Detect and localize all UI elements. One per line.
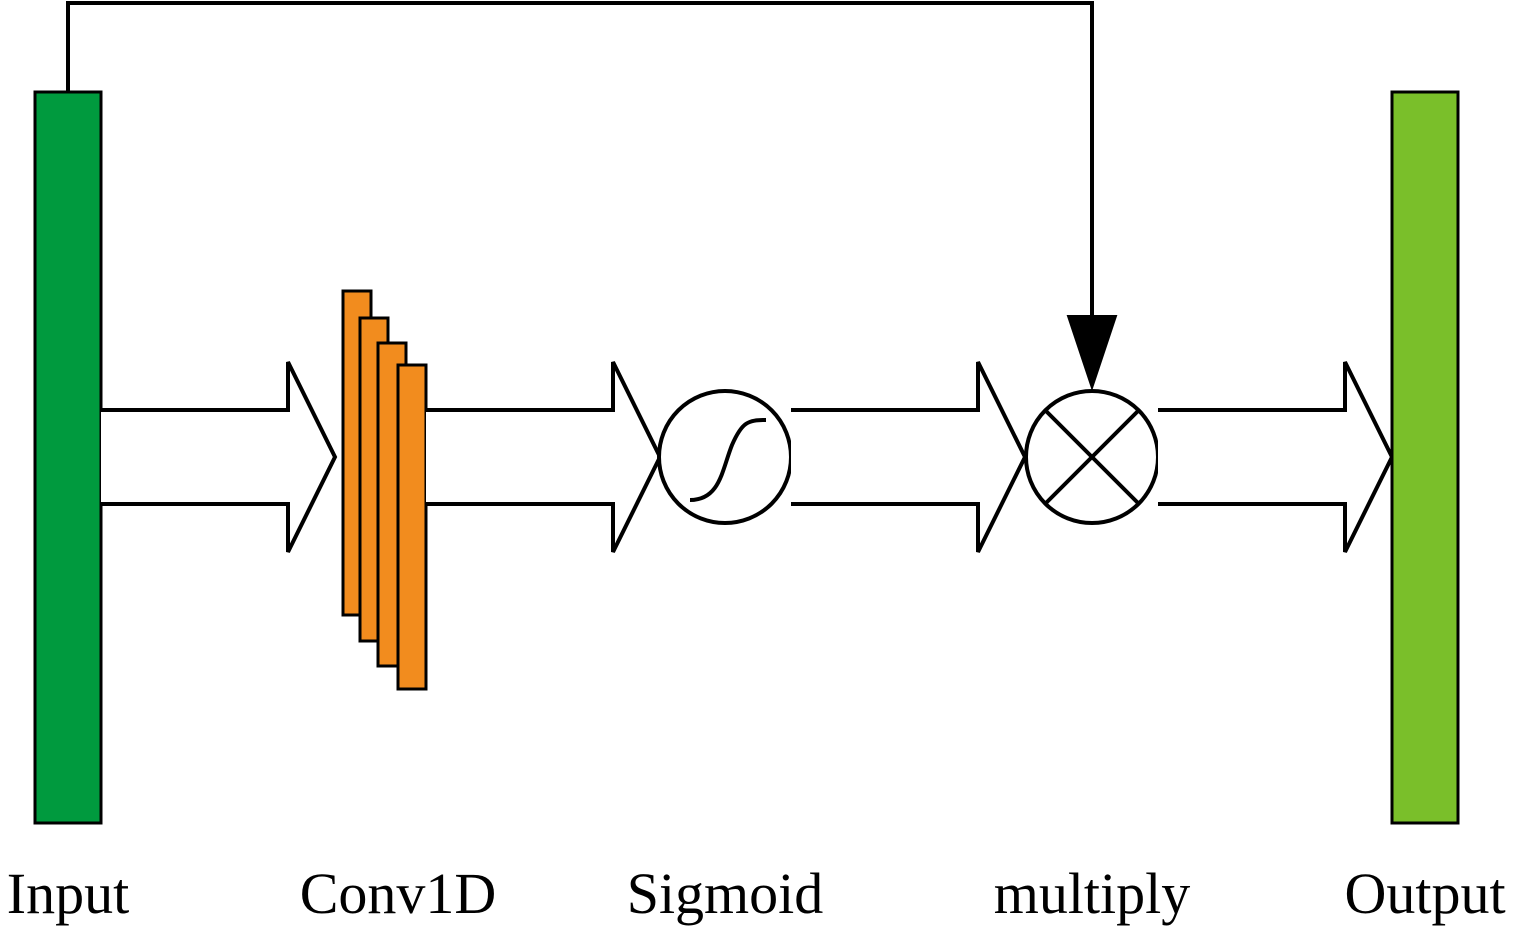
label-output: Output <box>1344 861 1505 926</box>
skip-connection-arrowhead <box>1066 315 1118 392</box>
arrow-conv-to-sigmoid <box>426 361 663 553</box>
arrow-sigmoid-to-multiply <box>791 361 1028 553</box>
label-multiply: multiply <box>994 861 1191 926</box>
skip-connection-line <box>66 1 1094 318</box>
sigmoid-curve-icon <box>689 418 767 502</box>
label-input: Input <box>7 861 129 926</box>
input-bar <box>33 90 103 825</box>
label-conv1d: Conv1D <box>300 861 497 926</box>
arrow-input-to-conv <box>101 361 338 553</box>
sigmoid-node <box>657 389 793 525</box>
output-bar <box>1390 90 1460 825</box>
circled-times-icon <box>1043 408 1141 506</box>
label-sigmoid: Sigmoid <box>627 861 824 926</box>
arrow-multiply-to-output <box>1158 361 1395 553</box>
sigmoid-circle <box>657 389 793 525</box>
conv1d-filters <box>341 289 428 691</box>
multiply-node <box>1024 389 1160 525</box>
conv-filter-4 <box>396 363 428 691</box>
